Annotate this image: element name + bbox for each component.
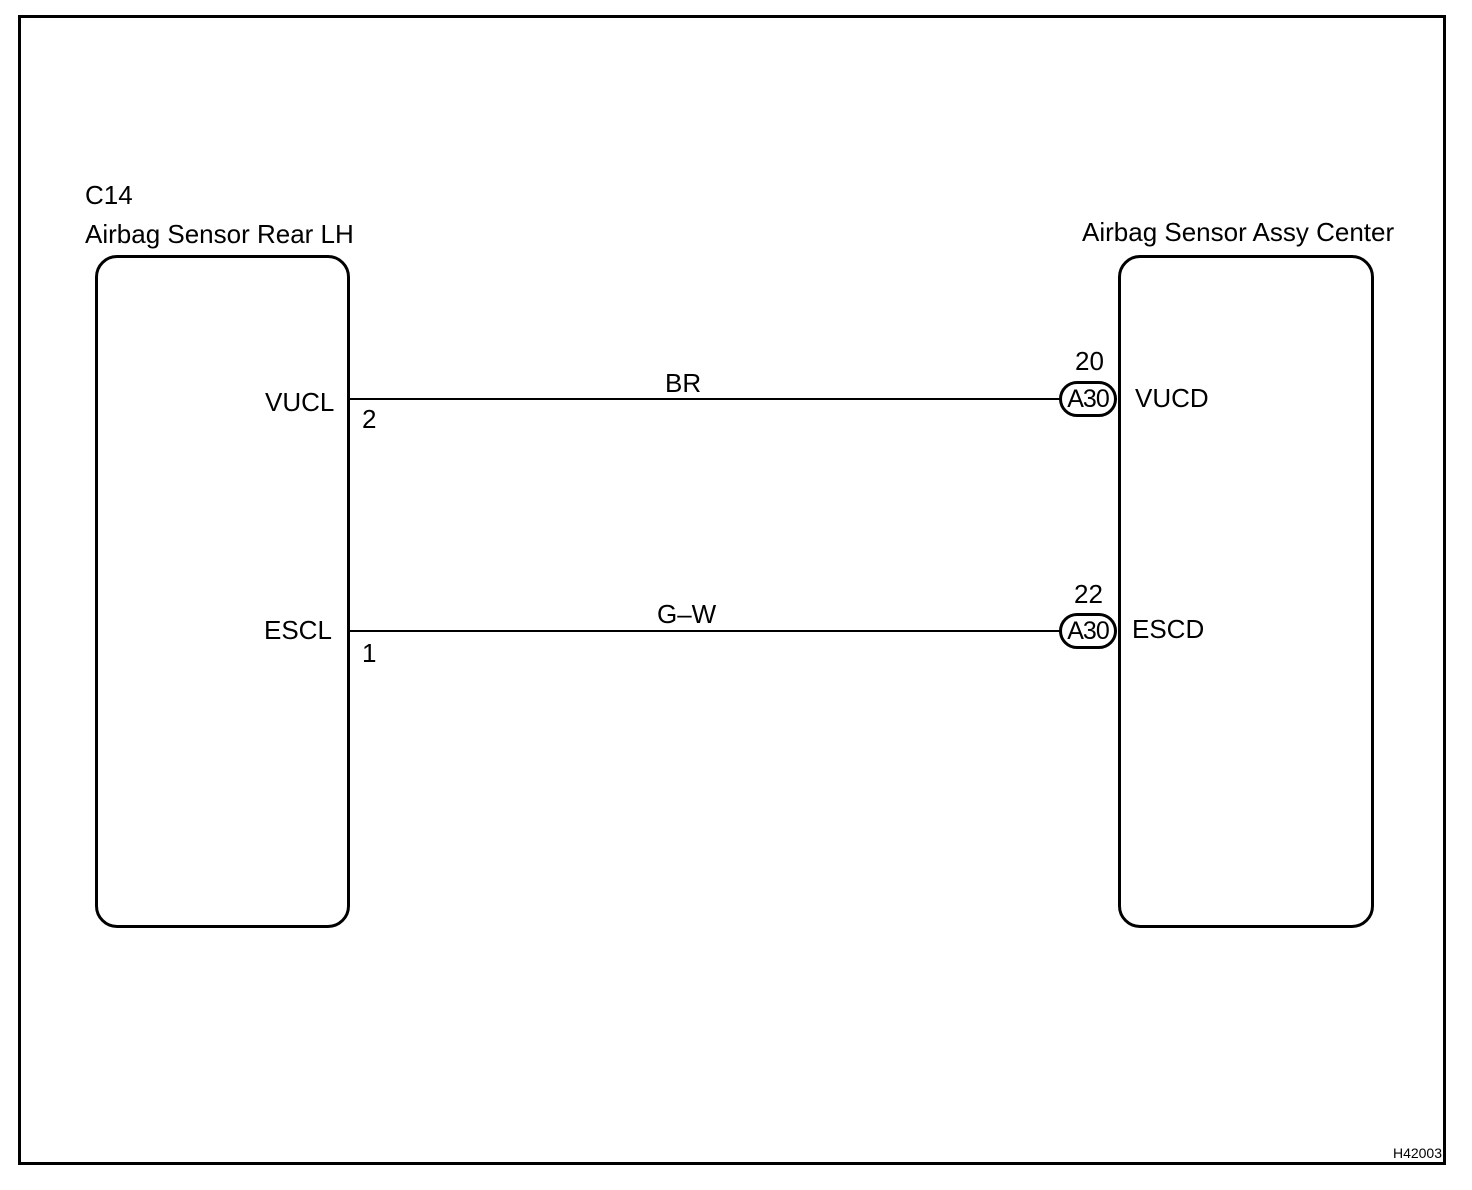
diagram-frame (18, 15, 1446, 1165)
wire-color-label: BR (665, 368, 702, 398)
right-terminal-label: VUCD (1135, 383, 1209, 413)
wire-color-label: G–W (657, 599, 717, 629)
left-terminal-label: VUCL (265, 387, 335, 417)
left-pin-number: 2 (362, 404, 377, 434)
left-terminal-label: ESCL (264, 615, 332, 645)
left-component-code: C14 (85, 180, 133, 210)
right-pin-number: 20 (1075, 346, 1104, 376)
left-pin-number: 1 (362, 638, 377, 668)
left-component-name: Airbag Sensor Rear LH (85, 219, 354, 249)
wire-g-w (350, 630, 1060, 632)
figure-id: H42003 (1392, 1145, 1442, 1161)
right-pin-number: 22 (1074, 579, 1103, 609)
wire-br (350, 398, 1060, 400)
connector-a30-pin22: A30 (1059, 613, 1117, 649)
right-terminal-label: ESCD (1132, 614, 1205, 644)
left-component-box (95, 255, 350, 928)
right-component-box (1118, 255, 1374, 928)
right-component-name: Airbag Sensor Assy Center (1082, 217, 1395, 247)
connector-a30-pin20: A30 (1059, 381, 1117, 417)
